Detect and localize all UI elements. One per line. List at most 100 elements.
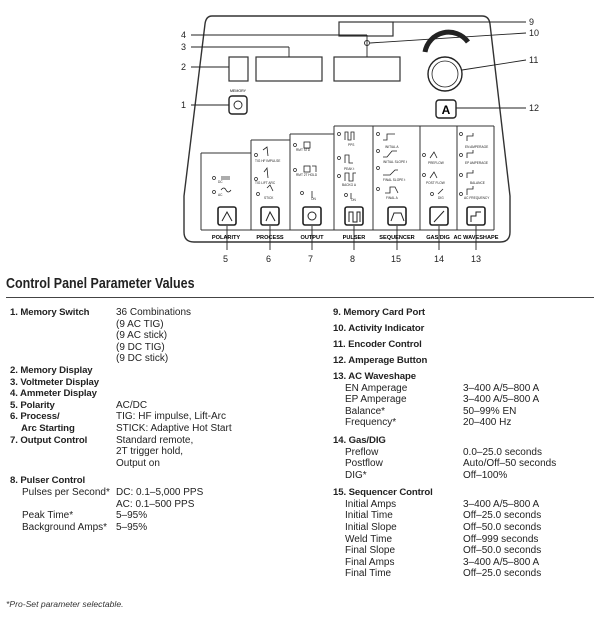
param-label: 8. Pulser Control: [10, 475, 116, 487]
param-values: AC/DC: [116, 400, 147, 412]
param-item: 2. Memory Display: [10, 365, 305, 377]
section-row-label: DIG*: [345, 469, 367, 481]
callout-9: 9: [529, 17, 534, 27]
opt-pulser-pps: PPS: [348, 143, 354, 147]
section-row-label: Final Amps: [345, 556, 395, 568]
opt-output-std: RMT STD: [296, 148, 311, 152]
pulser-param-label: Pulses per Second*: [22, 486, 110, 498]
opt-gas-dig: DIG: [438, 196, 444, 200]
param-label: 6. Process/Arc Starting: [10, 411, 116, 434]
amperage-button-letter: A: [442, 103, 451, 117]
section-row-value: 20–400 Hz: [463, 417, 512, 429]
section-row-value: Off–25.0 seconds: [463, 568, 542, 580]
param-value: (9 DC TIG): [116, 341, 165, 353]
section-row-value: 50–99% EN: [463, 405, 517, 417]
section-row: DIG*Off–100%: [333, 470, 598, 482]
section-row-value: 3–400 A/5–800 A: [463, 556, 540, 568]
opt-wave-ep: EP AMPERAGE: [465, 161, 488, 165]
callout-6: 6: [266, 254, 271, 264]
section-row-value: 3–400 A/5–800 A: [463, 498, 540, 510]
opt-process-lift: TIG LIFT ARC: [255, 181, 276, 185]
section-heading: 13. AC Waveshape: [333, 371, 598, 383]
param-label: 10. Activity Indicator: [333, 322, 425, 334]
param-value: AC/DC: [116, 399, 148, 411]
param-item: 9. Memory Card Port: [333, 307, 598, 319]
amperage-button[interactable]: [435, 99, 457, 119]
callout-2: 2: [181, 62, 186, 72]
param-label: 4. Ammeter Display: [10, 388, 116, 400]
sequencer-button[interactable]: [387, 206, 407, 226]
section-heading: 15. Sequencer Control: [333, 487, 598, 499]
section-label: 15. Sequencer Control: [333, 487, 433, 499]
section-row-label: EP Amperage: [345, 394, 407, 406]
pulser-param-values: 5–95%: [116, 522, 147, 534]
section-row: Initial Amps 3–400 A/5–800 A: [333, 499, 598, 511]
section-label: 14. Gas/DIG: [333, 434, 386, 446]
param-value: STICK: Adaptive Hot Start: [116, 422, 232, 434]
param-label: 7. Output Control: [10, 435, 116, 470]
callout-13: 13: [471, 254, 481, 264]
section-row-label: Final Time: [345, 568, 392, 580]
option-pictograms: [220, 131, 474, 199]
memory-button[interactable]: [228, 95, 248, 115]
pulser-param-label: Background Amps*: [22, 521, 108, 533]
encoder-knob[interactable]: [427, 56, 463, 92]
param-label-line: 5. Polarity: [10, 399, 55, 411]
memory-label: MEMORY: [230, 89, 247, 93]
section-row: Final Amps 3–400 A/5–800 A: [333, 557, 598, 569]
memory-display: [228, 56, 249, 82]
param-value: Output on: [116, 457, 160, 469]
param-item: 11. Encoder Control: [333, 339, 598, 351]
section-row-label: Initial Time: [345, 510, 393, 522]
section-row-value: Off–50.0 seconds: [463, 522, 542, 534]
param-item: 10. Activity Indicator: [333, 323, 598, 335]
pulser-param-values: 5–95%: [116, 510, 147, 522]
section-row-label: Final Slope: [345, 545, 396, 557]
section-row: Final Time Off–25.0 seconds: [333, 568, 598, 580]
opt-seq-final-slope: FINAL SLOPE t: [383, 178, 405, 182]
section-row-value: Auto/Off–50 seconds: [463, 458, 557, 470]
section-row-label: Weld Time: [345, 533, 393, 545]
callout-12: 12: [529, 103, 539, 113]
param-label-line: 6. Process/: [10, 411, 60, 423]
sequencer-glyph: [390, 212, 405, 222]
opt-output-2t: RMT 2T HOLD: [296, 173, 318, 177]
right-column: 9. Memory Card Port 10. Activity Indicato…: [333, 307, 598, 580]
param-label: 5. Polarity: [10, 400, 116, 412]
section-row: Final Slope Off–50.0 seconds: [333, 545, 598, 557]
opt-process-hf: TIG HF IMPULSE: [255, 159, 280, 163]
section-row: Balance*50–99% EN: [333, 406, 598, 418]
process-glyph: [265, 210, 276, 222]
opt-pulser-peak: PEAK t: [344, 167, 354, 171]
section-row-value: 0.0–25.0 seconds: [463, 446, 542, 458]
polarity-button[interactable]: [217, 206, 237, 226]
opt-process-stick: STICK: [264, 196, 274, 200]
opt-gas-preflow: PREFLOW: [428, 161, 444, 165]
param-value: (9 AC stick): [116, 330, 168, 342]
output-glyph: [307, 211, 317, 221]
opt-pulser-on: ON: [351, 198, 356, 202]
wave-glyph: [470, 211, 481, 222]
param-label: 3. Voltmeter Display: [10, 377, 116, 389]
param-item: 3. Voltmeter Display: [10, 377, 305, 389]
opt-output-on: ON: [311, 197, 316, 201]
pulser-param-value: 5–95%: [116, 521, 148, 533]
pulser-param-value: 5–95%: [116, 510, 148, 522]
polarity-glyph: [221, 210, 233, 222]
indicator-leds: [212, 132, 463, 197]
opt-seq-initial-slope: INITIAL SLOPE t: [383, 160, 407, 164]
process-button[interactable]: [260, 206, 280, 226]
output-button[interactable]: [302, 206, 322, 226]
param-label-line: 1. Memory Switch: [10, 307, 90, 318]
section-row-value: Off–50.0 seconds: [463, 545, 542, 557]
section-row-label: Initial Amps: [345, 498, 397, 510]
param-value: 2T trigger hold,: [116, 446, 184, 458]
heading-rule: [6, 297, 594, 298]
pulser-param: Peak Time*5–95%: [10, 510, 305, 522]
